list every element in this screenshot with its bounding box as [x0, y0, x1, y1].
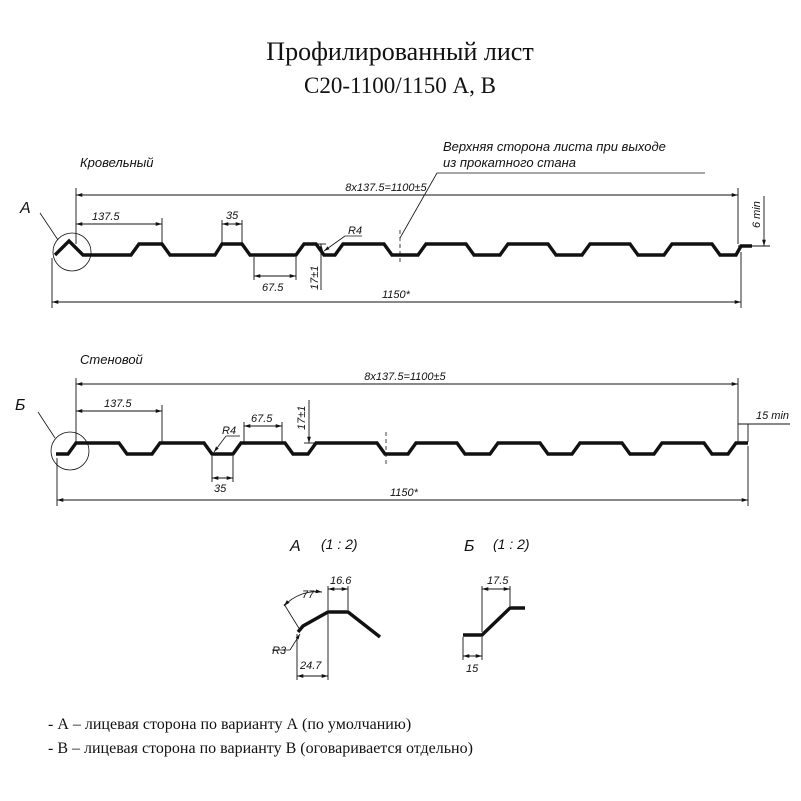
detail-b-bottom-label: 15 — [466, 663, 479, 675]
page-subtitle: С20-1100/1150 А, В — [304, 73, 496, 98]
note-variant-b: - В – лицевая сторона по варианту В (ого… — [48, 740, 473, 757]
wall-overall-label: 1150* — [390, 487, 419, 499]
roof-profile-line — [53, 238, 752, 257]
detail-a-bottom-label: 24.7 — [299, 660, 322, 672]
roof-detail-marker: А — [19, 200, 31, 217]
roof-overall-label: 1150* — [382, 289, 411, 301]
roof-top-label: 35 — [226, 210, 239, 222]
detail-a-scale: (1 : 2) — [321, 536, 358, 552]
wall-detail-leader — [37, 411, 56, 439]
detail-b-title: Б — [464, 538, 474, 555]
roof-radius-label: R4 — [348, 225, 362, 237]
wall-detail-circle — [50, 431, 90, 471]
note-variant-a: - А – лицевая сторона по варианту А (по … — [48, 716, 411, 733]
page-title: Профилированный лист — [266, 37, 533, 66]
detail-b-top-label: 17.5 — [487, 575, 509, 587]
wall-radius-label: R4 — [222, 425, 236, 437]
detail-a-title: А — [289, 538, 301, 555]
roof-radius-leader — [323, 235, 346, 252]
roof-height-label: 17±1 — [309, 266, 321, 290]
detail-a-angle-label: 77° — [302, 589, 319, 601]
wall-pitch-total-label: 8x137.5=1100±5 — [364, 371, 446, 383]
wall-edge-label: 15 min — [756, 410, 789, 422]
roof-profile-section: Кровельный А Верхняя сторона листа при в… — [19, 139, 770, 308]
roof-pitch-total-label: 8x137.5=1100±5 — [345, 182, 427, 194]
detail-a-radius-leader — [289, 633, 301, 651]
detail-b-scale: (1 : 2) — [493, 536, 530, 552]
detail-a-profile — [296, 610, 382, 639]
detail-a-angle-arc — [283, 589, 323, 607]
wall-height-label: 17±1 — [296, 406, 308, 430]
wall-pitch-label: 137.5 — [104, 398, 132, 410]
callout-line1: Верхняя сторона листа при выходе — [443, 139, 666, 154]
wall-label: Стеновой — [80, 352, 143, 367]
roof-label: Кровельный — [80, 155, 154, 170]
wall-radius-leader — [213, 435, 227, 453]
wall-detail-marker: Б — [15, 397, 25, 414]
wall-bottom-label: 35 — [214, 483, 227, 495]
roof-pitch-label: 137.5 — [92, 211, 120, 223]
detail-a: А (1 : 2) 77° 16.6 R3 24.7 — [272, 536, 382, 680]
callout-leader — [399, 172, 438, 239]
wall-profile-section: Стеновой Б 8x137.5=1100±5 137.5 R4 67.5 … — [15, 352, 790, 506]
roof-detail-circle — [52, 232, 92, 272]
notes: - А – лицевая сторона по варианту А (по … — [48, 716, 473, 757]
detail-a-radius-label: R3 — [272, 645, 287, 657]
detail-a-top-label: 16.6 — [330, 575, 352, 587]
detail-b: Б (1 : 2) 17.5 15 — [462, 536, 530, 675]
roof-bottom-label: 67.5 — [262, 282, 284, 294]
roof-edge-label: 6 min — [751, 201, 763, 228]
callout-line2: из прокатного стана — [443, 155, 576, 170]
wall-profile-line — [56, 441, 748, 456]
roof-detail-leader — [39, 212, 59, 241]
wall-top-label: 67.5 — [251, 413, 273, 425]
detail-b-profile — [463, 606, 525, 637]
